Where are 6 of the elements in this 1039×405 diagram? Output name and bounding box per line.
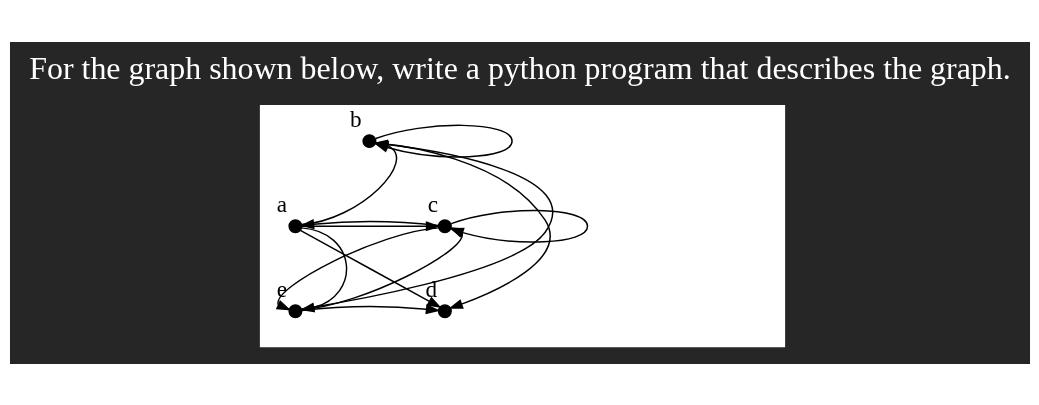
node-label: e: [276, 275, 287, 302]
node-label: b: [349, 105, 362, 132]
node-label: a: [276, 190, 287, 217]
node-label: c: [427, 190, 438, 217]
node-label: d: [425, 275, 437, 302]
diagram-title: For the graph shown below, write a python program that describes the graph.: [28, 50, 1011, 86]
